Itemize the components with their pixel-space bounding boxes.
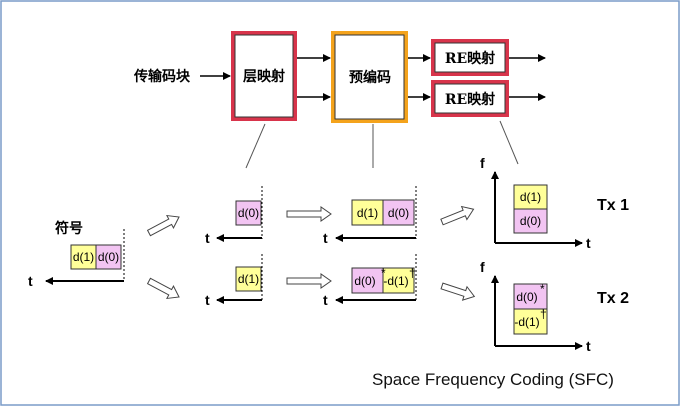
tx2-star: * — [540, 282, 545, 296]
re-mapping-block-1: RE映射 — [431, 39, 509, 76]
precoding-label: 预编码 — [349, 69, 391, 86]
re-mapping-label-1: RE映射 — [445, 50, 495, 67]
precode-out-1-d0: d(0) — [388, 206, 409, 220]
precode-out-2-dagger: † — [409, 266, 416, 280]
tx2-dagger: † — [540, 307, 547, 321]
layer-out-2-cell: d(1) — [238, 272, 259, 286]
precode-out-2: d(0) * -d(1) † t — [323, 254, 417, 308]
connector-re — [499, 120, 519, 165]
tx1-cell-d1: d(1) — [520, 190, 541, 204]
hollow-arrow-down-1 — [146, 277, 180, 300]
symbol-cells: d(1) d(0) — [70, 244, 122, 270]
symbol-cell-d0: d(0) — [98, 250, 119, 264]
tx2-cell-d0conj: d(0) — [516, 290, 537, 304]
layer-out-1-t: t — [205, 230, 210, 246]
hollow-arrow-2a — [286, 206, 332, 222]
tx1-cell-d0: d(0) — [520, 214, 541, 228]
layer-out-1-cell: d(0) — [238, 206, 259, 220]
tx2-label: Tx 2 — [597, 290, 629, 307]
precode-out-2-negd1: -d(1) — [383, 274, 408, 288]
layer-mapping-block: 层映射 — [231, 31, 297, 121]
hollow-arrow-up-1 — [146, 214, 180, 237]
re-mapping-block-2: RE映射 — [431, 80, 509, 117]
tx2-cell-negd1: -d(1) — [514, 315, 539, 329]
tx1-label: Tx 1 — [597, 197, 629, 214]
hollow-arrow-2b — [286, 273, 332, 289]
caption: Space Frequency Coding (SFC) — [372, 370, 614, 389]
tx2-f-label: f — [480, 259, 485, 275]
precode-out-2-d0conj: d(0) — [354, 274, 375, 288]
layer-out-1: d(0) t — [205, 186, 263, 246]
connector-layer — [245, 123, 266, 169]
precode-out-2-t: t — [323, 292, 328, 308]
layer-out-2: d(1) t — [205, 254, 263, 308]
precode-out-2-star: * — [381, 266, 386, 280]
input-label: 传输码块 — [133, 68, 191, 85]
tx2-plot: f t d(0) * -d(1) † — [480, 259, 591, 354]
symbol-label: 符号 — [54, 220, 83, 237]
layer-mapping-label: 层映射 — [243, 68, 285, 85]
tx1-plot: f t d(1) d(0) — [480, 155, 591, 251]
hollow-arrow-3a — [440, 205, 475, 226]
symbol-cell-d1: d(1) — [73, 250, 94, 264]
precode-out-1-t: t — [323, 230, 328, 246]
layer-out-2-t: t — [205, 292, 210, 308]
precode-out-1: d(1) d(0) t — [323, 186, 417, 246]
tx1-f-label: f — [480, 155, 485, 171]
symbol-t-label: t — [28, 273, 33, 289]
tx1-t-label: t — [586, 235, 591, 251]
re-mapping-label-2: RE映射 — [445, 91, 495, 108]
tx2-t-label: t — [586, 338, 591, 354]
precoding-block: 预编码 — [331, 31, 408, 123]
precode-out-1-d1: d(1) — [357, 206, 378, 220]
hollow-arrow-3b — [440, 282, 476, 301]
